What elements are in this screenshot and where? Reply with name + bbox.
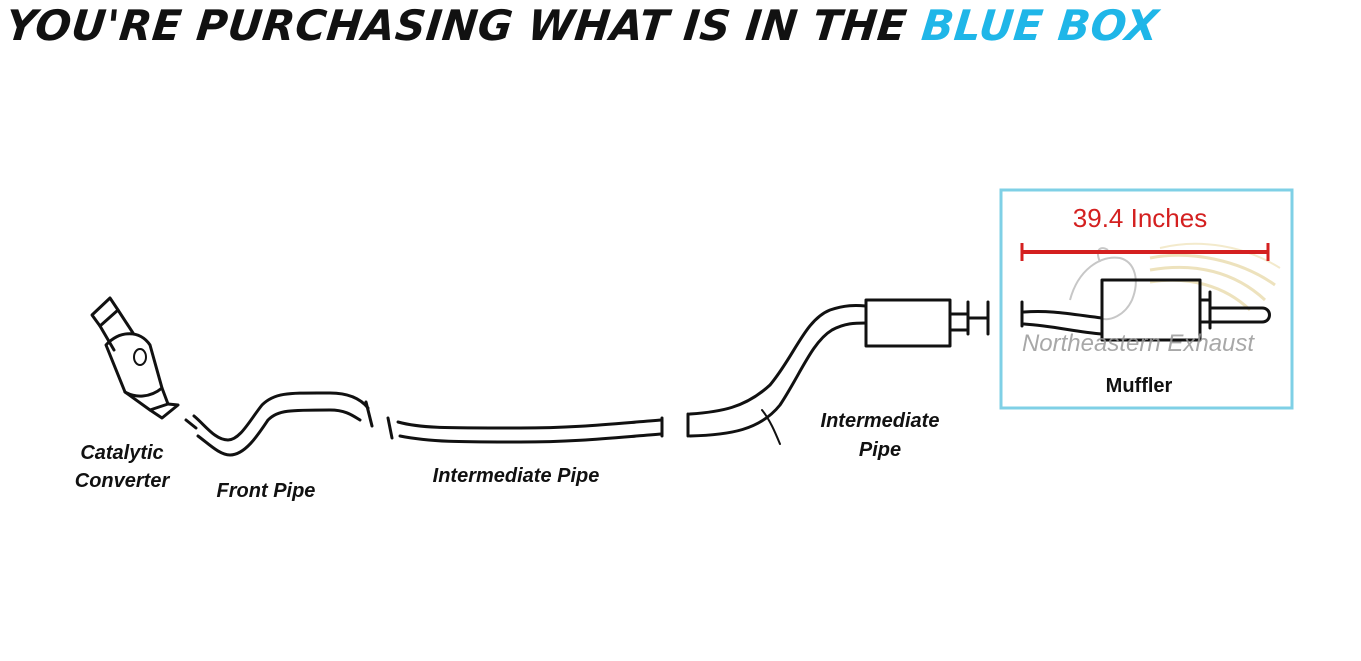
blue-selection-box: [999, 188, 1294, 410]
front-pipe-label: Front Pipe: [217, 480, 316, 502]
headline-title: YOU'RE PURCHASING WHAT IS IN THE BLUE BO…: [3, 1, 1358, 50]
intermediate-pipe-1-label: Intermediate Pipe: [433, 465, 600, 487]
watermark-text: Northeastern Exhaust: [1022, 330, 1255, 357]
front-pipe-part: [184, 391, 374, 457]
catalytic-converter-part: [90, 296, 180, 420]
headline-highlight: BLUE BOX: [919, 1, 1161, 50]
intermediate-pipe-2-label-line2: Pipe: [859, 439, 901, 461]
headline-prefix: YOU'RE PURCHASING WHAT IS IN THE: [3, 1, 925, 50]
catalytic-converter-label-line2: Converter: [75, 470, 171, 492]
intermediate-pipe-2-label-line1: Intermediate: [821, 410, 940, 432]
muffler-label: Muffler: [1106, 375, 1173, 397]
intermediate-pipe-2-part: [686, 298, 990, 445]
catalytic-converter-label-line1: Catalytic: [80, 442, 163, 464]
measurement-dimension: 39.4 Inches: [1020, 203, 1270, 261]
intermediate-pipe-1-part: [386, 416, 664, 444]
muffler-part: [1020, 278, 1271, 342]
measurement-label: 39.4 Inches: [1073, 203, 1207, 233]
